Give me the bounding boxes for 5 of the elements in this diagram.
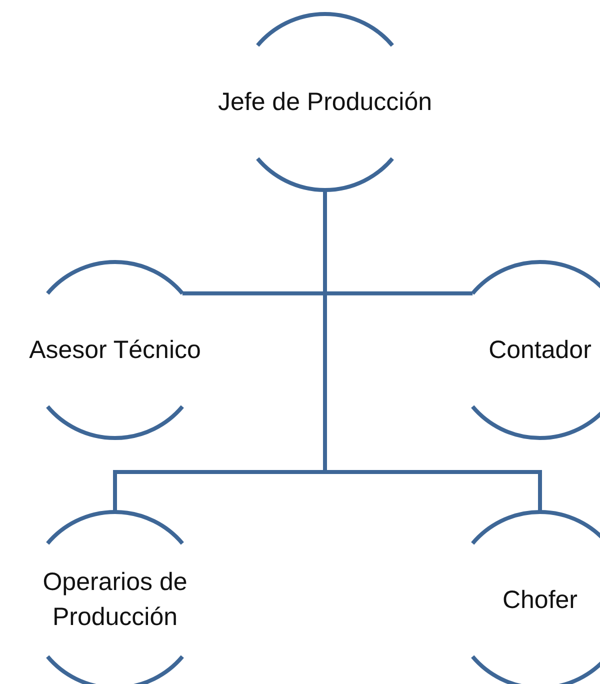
node-label: Jefe de Producción [218, 86, 432, 118]
node-label: Operarios de Producción [42, 567, 188, 633]
node-label: Chofer [502, 584, 578, 616]
node-label: Asesor Técnico [29, 334, 201, 366]
node-label: Contador [488, 334, 592, 366]
